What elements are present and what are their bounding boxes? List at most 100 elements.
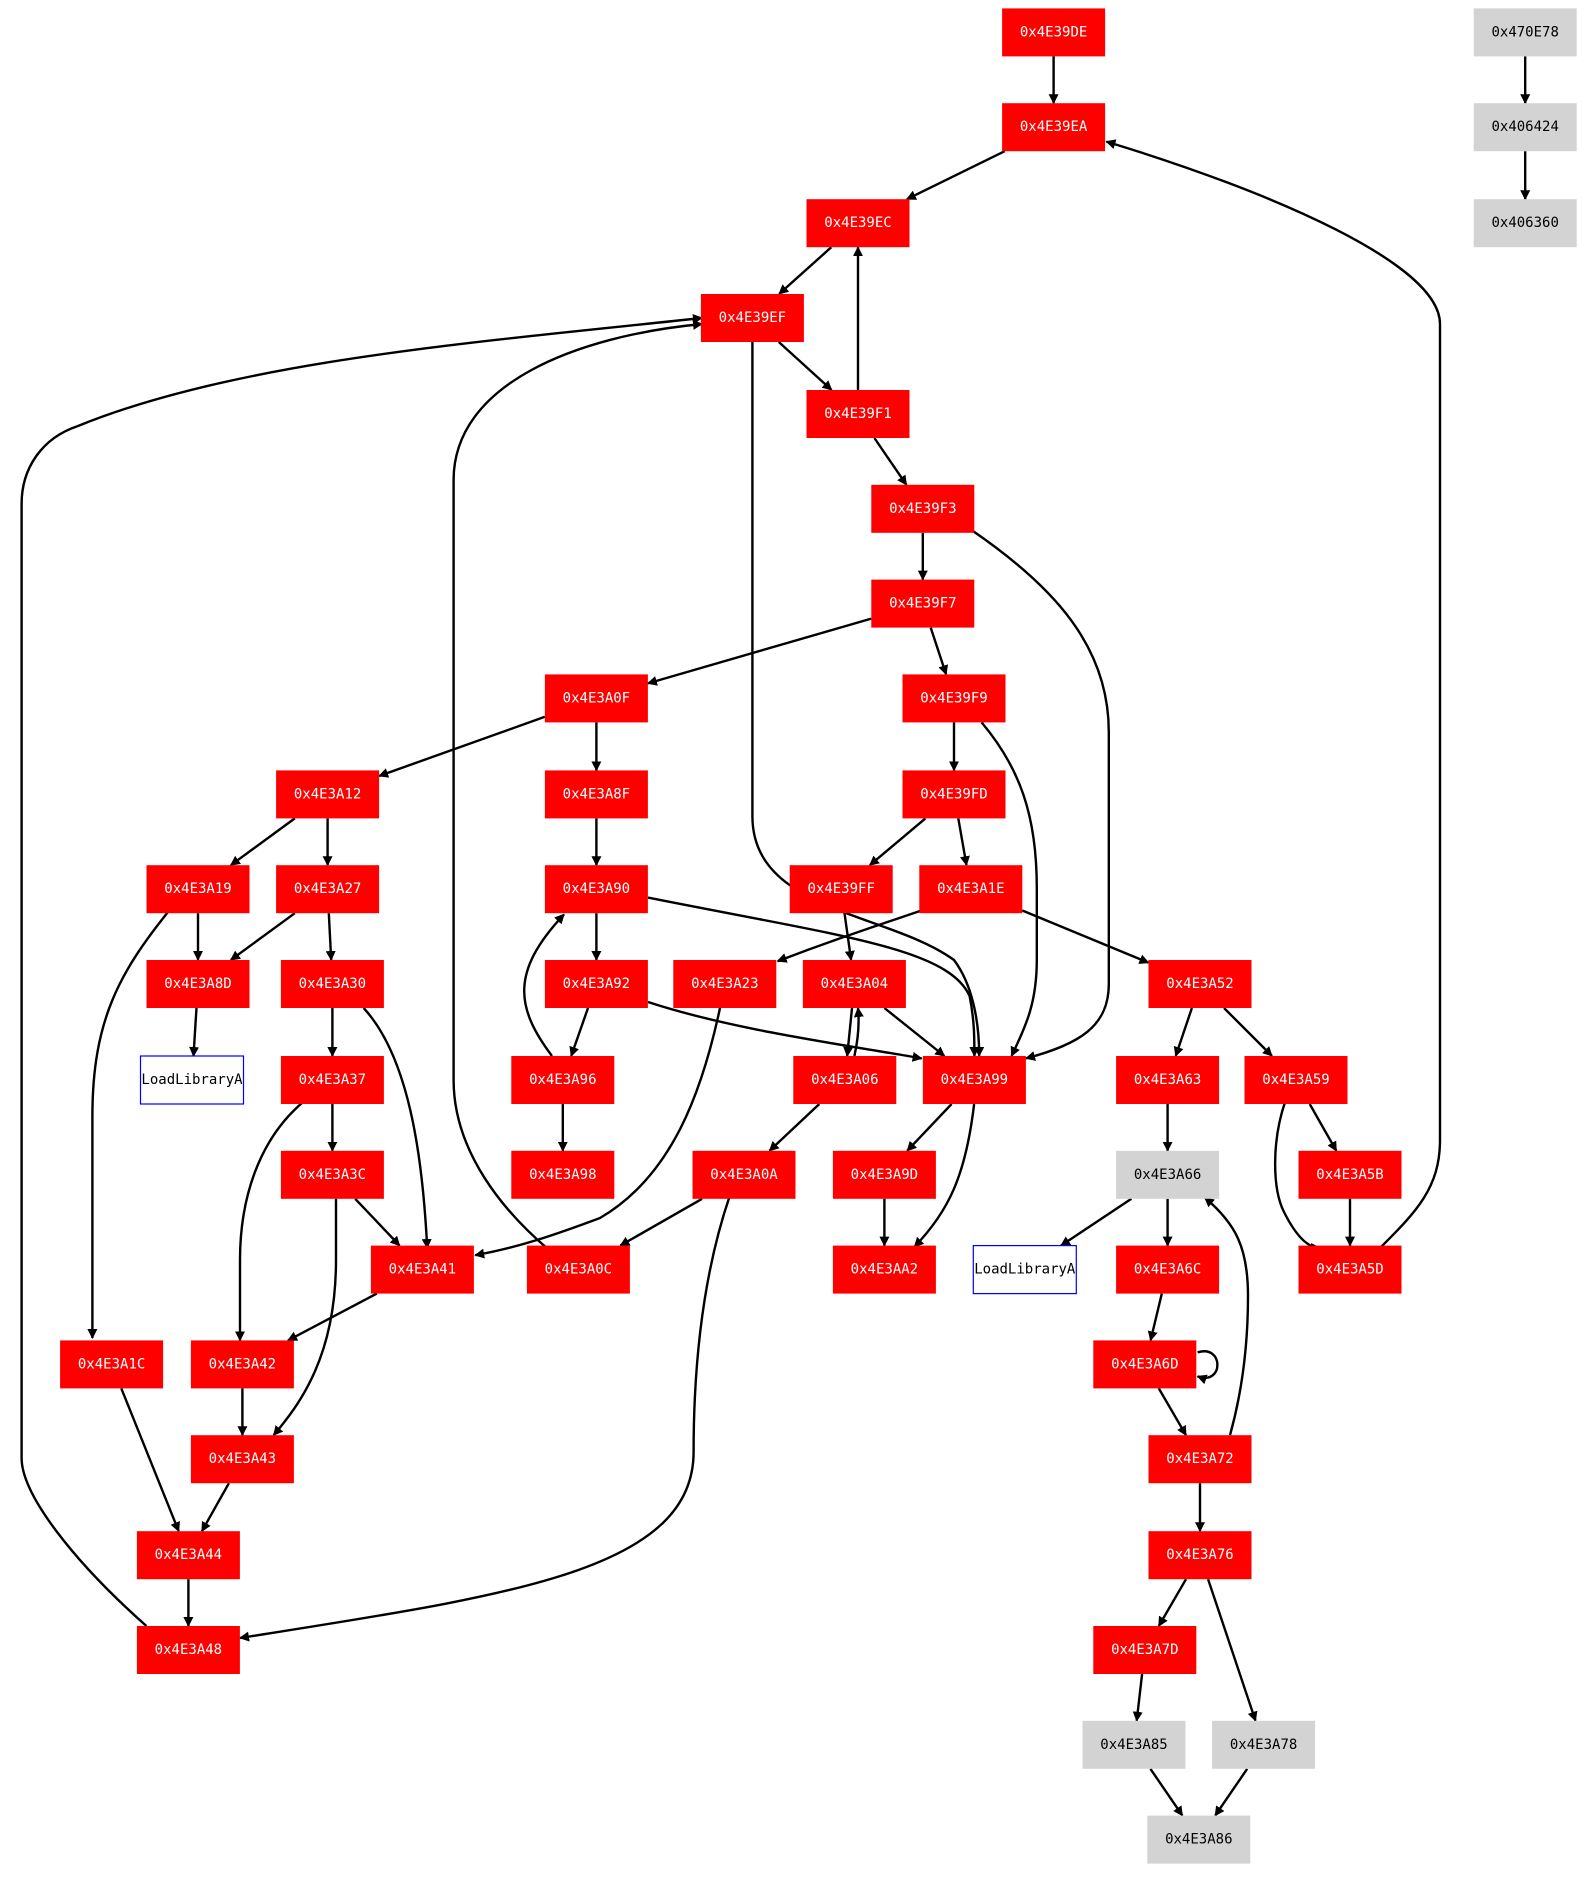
block-node-0x4E3A5D[interactable]: 0x4E3A5D	[1298, 1245, 1402, 1294]
node-box	[1148, 1531, 1252, 1580]
node-label: 0x4E39F3	[889, 501, 956, 517]
block-node-0x4E3A8F[interactable]: 0x4E3A8F	[544, 770, 648, 819]
node-box	[1093, 1626, 1197, 1674]
node-box	[832, 1150, 936, 1199]
block-node-0x4E3A52[interactable]: 0x4E3A52	[1148, 960, 1252, 1008]
node-label: 0x4E3A63	[1134, 1072, 1201, 1088]
node-box	[919, 865, 1023, 914]
node-box	[1212, 1720, 1316, 1769]
node-box	[276, 865, 380, 914]
node-label: 0x4E3A0C	[545, 1262, 612, 1278]
block-node-0x4E3A42[interactable]: 0x4E3A42	[190, 1340, 294, 1389]
node-label: 0x4E3AA2	[851, 1262, 918, 1278]
node-label: 0x4E3A66	[1134, 1167, 1201, 1183]
block-node-0x4E3A41[interactable]: 0x4E3A41	[370, 1245, 474, 1294]
block-node-0x4E3A92[interactable]: 0x4E3A92	[544, 960, 648, 1008]
block-node-0x4E3A8D[interactable]: 0x4E3A8D	[146, 960, 250, 1008]
node-label: 0x4E3A19	[164, 881, 231, 897]
node-box	[1082, 1720, 1186, 1769]
node-box	[1148, 1435, 1252, 1484]
block-node-0x4E3A86[interactable]: 0x4E3A86	[1147, 1815, 1251, 1864]
block-node-0x4E3A3C[interactable]: 0x4E3A3C	[280, 1150, 384, 1199]
edge-n3A90-n3A99	[647, 896, 980, 1057]
block-node-0x4E3A9D[interactable]: 0x4E3A9D	[832, 1150, 936, 1199]
block-node-0x4E39F7[interactable]: 0x4E39F7	[871, 579, 975, 628]
block-node-0x4E3A12[interactable]: 0x4E3A12	[276, 770, 380, 819]
node-box	[871, 484, 975, 533]
block-node-0x4E3A06[interactable]: 0x4E3A06	[793, 1056, 897, 1104]
node-box	[146, 960, 250, 1008]
node-box	[1116, 1150, 1220, 1199]
block-node-0x4E3A48[interactable]: 0x4E3A48	[136, 1626, 240, 1674]
node-box	[190, 1435, 294, 1484]
block-node-0x4E3A98[interactable]: 0x4E3A98	[511, 1150, 615, 1199]
block-node-0x4E3A30[interactable]: 0x4E3A30	[280, 960, 384, 1008]
block-node-0x4E3A85[interactable]: 0x4E3A85	[1082, 1720, 1186, 1769]
block-node-0x4E3A0A[interactable]: 0x4E3A0A	[692, 1150, 796, 1199]
block-node-0x4E39EA[interactable]: 0x4E39EA	[1002, 103, 1106, 152]
node-label: 0x4E39F1	[824, 406, 891, 422]
edge-n3A1C-n3A44	[120, 1387, 180, 1533]
edge-n3A7D-n3A85	[1132, 1673, 1144, 1722]
block-node-0x4E3A66[interactable]: 0x4E3A66	[1116, 1150, 1220, 1199]
block-node-0x4E3A78[interactable]: 0x4E3A78	[1212, 1720, 1316, 1769]
block-node-0x4E3A6D[interactable]: 0x4E3A6D	[1093, 1340, 1197, 1389]
block-node-0x4E3A90[interactable]: 0x4E3A90	[544, 865, 648, 914]
node-label: LoadLibraryA	[141, 1072, 243, 1088]
edge-n3A8D-api1	[189, 1007, 200, 1057]
node-label: 0x4E3A1E	[937, 881, 1004, 897]
block-node-0x4E39F9[interactable]: 0x4E39F9	[902, 674, 1006, 723]
block-node-0x4E3A04[interactable]: 0x4E3A04	[802, 960, 906, 1008]
node-box	[1002, 103, 1106, 152]
block-node-0x4E3A72[interactable]: 0x4E3A72	[1148, 1435, 1252, 1484]
block-node-0x4E39F3[interactable]: 0x4E39F3	[871, 484, 975, 533]
edge-n3A5D-n39EA	[1105, 139, 1442, 1249]
edge-n39EC-n39EF	[778, 246, 833, 295]
block-node-0x4E3A1E[interactable]: 0x4E3A1E	[919, 865, 1023, 914]
block-node-0x4E3A23[interactable]: 0x4E3A23	[673, 960, 777, 1008]
block-node-0x4E3A5B[interactable]: 0x4E3A5B	[1298, 1150, 1402, 1199]
block-node-0x406360[interactable]: 0x406360	[1473, 199, 1577, 248]
api-node-LoadLibraryA[interactable]: LoadLibraryA	[139, 1055, 245, 1105]
node-box	[276, 770, 380, 819]
node-label: 0x4E39EF	[719, 310, 786, 326]
node-label: LoadLibraryA	[974, 1262, 1076, 1278]
node-label: 0x4E3A59	[1262, 1072, 1329, 1088]
block-node-0x4E3A96[interactable]: 0x4E3A96	[511, 1056, 615, 1104]
block-node-0x4E3A59[interactable]: 0x4E3A59	[1244, 1056, 1348, 1104]
block-node-0x4E3A63[interactable]: 0x4E3A63	[1116, 1056, 1220, 1104]
edge-n3A04-n3A06	[843, 1007, 854, 1057]
block-node-0x4E39FF[interactable]: 0x4E39FF	[789, 865, 893, 914]
block-node-0x4E3A43[interactable]: 0x4E3A43	[190, 1435, 294, 1484]
block-node-0x4E3A0C[interactable]: 0x4E3A0C	[526, 1245, 630, 1294]
block-node-0x4E39DE[interactable]: 0x4E39DE	[1002, 8, 1106, 57]
node-label: 0x4E3A92	[563, 976, 630, 992]
block-node-0x4E3A27[interactable]: 0x4E3A27	[276, 865, 380, 914]
block-node-0x4E3A44[interactable]: 0x4E3A44	[136, 1531, 240, 1580]
block-node-0x4E3A99[interactable]: 0x4E3A99	[922, 1056, 1026, 1104]
block-node-0x4E3A0F[interactable]: 0x4E3A0F	[544, 674, 648, 723]
block-node-0x4E39EC[interactable]: 0x4E39EC	[806, 199, 910, 248]
block-node-0x4E3A76[interactable]: 0x4E3A76	[1148, 1531, 1252, 1580]
block-node-0x4E39F1[interactable]: 0x4E39F1	[806, 390, 910, 438]
edge-n3A92-n3A99	[647, 1000, 923, 1062]
api-node-LoadLibraryA[interactable]: LoadLibraryA	[972, 1244, 1077, 1295]
block-node-0x4E3A19[interactable]: 0x4E3A19	[146, 865, 250, 914]
edge-n3A92-n3A96	[569, 1007, 590, 1057]
block-node-0x4E3A6C[interactable]: 0x4E3A6C	[1116, 1245, 1220, 1294]
block-node-0x4E3A7D[interactable]: 0x4E3A7D	[1093, 1626, 1197, 1674]
block-node-0x470E78[interactable]: 0x470E78	[1473, 8, 1577, 57]
edge-n3A99-n3AA2	[913, 1101, 976, 1248]
block-node-0x4E3A1C[interactable]: 0x4E3A1C	[60, 1340, 164, 1389]
node-label: 0x4E3A5D	[1316, 1262, 1383, 1278]
node-label: 0x4E3A06	[811, 1072, 878, 1088]
node-box	[802, 960, 906, 1008]
node-label: 0x4E39F9	[920, 690, 987, 706]
edge-n3A0C-n39EF	[452, 319, 703, 1252]
block-node-0x4E39EF[interactable]: 0x4E39EF	[700, 294, 804, 342]
block-node-0x4E3A37[interactable]: 0x4E3A37	[280, 1056, 384, 1104]
edge-n3A3C-n3A41	[354, 1197, 401, 1247]
block-node-0x4E39FD[interactable]: 0x4E39FD	[902, 770, 1006, 819]
block-node-0x406424[interactable]: 0x406424	[1473, 103, 1577, 152]
block-node-0x4E3AA2[interactable]: 0x4E3AA2	[832, 1245, 936, 1294]
